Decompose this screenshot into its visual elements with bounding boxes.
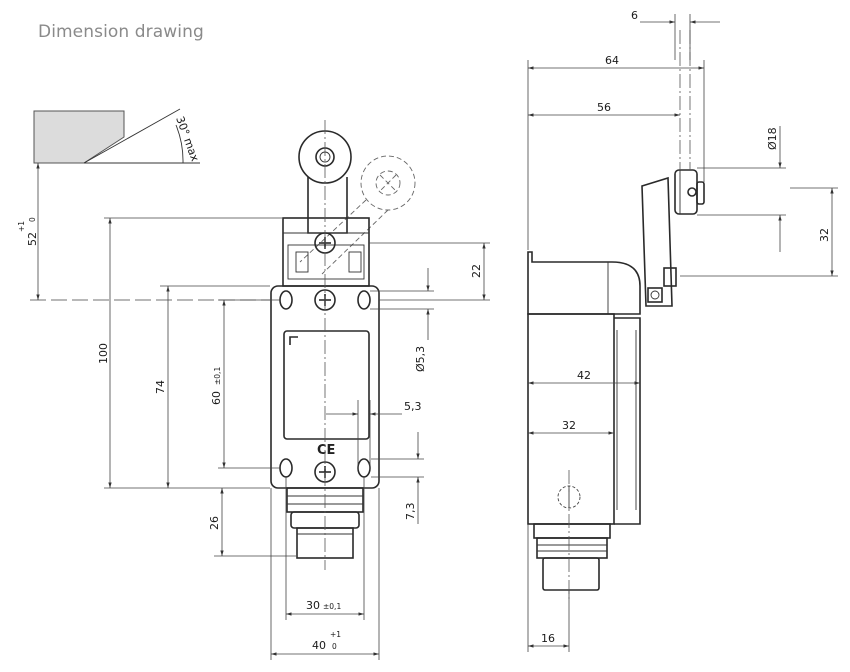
svg-text:±0,1: ±0,1: [323, 602, 341, 611]
label-window: [283, 330, 370, 440]
rotated-lever-ghost: [299, 155, 416, 275]
dim-30: 30: [306, 599, 320, 612]
dim-64: 64: [605, 54, 619, 67]
dim-40: 40: [312, 639, 326, 652]
side-lever: [641, 176, 673, 307]
side-gland-sleeve: [542, 557, 600, 591]
angle-label: 30° max: [173, 115, 201, 164]
dim-32-horizontal: 32: [562, 419, 576, 432]
ce-mark: CE: [317, 443, 335, 458]
lever-arm: [307, 177, 348, 234]
dim-dia-18: Ø18: [766, 127, 779, 150]
side-view: [527, 30, 705, 600]
mount-hole-bl: [279, 458, 293, 478]
side-gland-flange: [533, 523, 611, 539]
dim-5-3: 5,3: [404, 400, 422, 413]
dim-22: 22: [470, 264, 483, 278]
dim-42: 42: [577, 369, 591, 382]
side-dimensions: 6 64 56 Ø18 32 42 32 16: [527, 9, 838, 652]
dim-60: 60: [210, 391, 223, 405]
actuating-cam: 30° max: [33, 108, 202, 164]
dim-16: 16: [541, 632, 555, 645]
svg-text:+1: +1: [17, 221, 26, 232]
svg-text:0: 0: [332, 642, 337, 651]
front-dimensions: 52 +1 0 100 74 60 ±0,1 26 22 Ø5,3: [17, 163, 490, 660]
mount-hole-tr: [357, 290, 371, 310]
dim-56: 56: [597, 101, 611, 114]
side-roller: [674, 169, 698, 215]
dim-100: 100: [97, 343, 110, 364]
front-view: CE: [270, 120, 416, 570]
svg-text:±0,1: ±0,1: [213, 367, 222, 385]
dim-32-vertical: 32: [818, 228, 831, 242]
mount-hole-tl: [279, 290, 293, 310]
page-title: Dimension drawing: [38, 22, 204, 42]
svg-text:+1: +1: [330, 630, 341, 639]
dim-52: 52: [26, 232, 39, 246]
dim-74: 74: [154, 380, 167, 394]
dim-7-3: 7,3: [404, 503, 417, 521]
dim-26: 26: [208, 516, 221, 530]
svg-text:0: 0: [28, 217, 37, 222]
side-head: [527, 251, 641, 315]
dim-dia-5-3: Ø5,3: [414, 346, 427, 372]
mount-hole-br: [357, 458, 371, 478]
side-cover: [614, 317, 641, 525]
dim-6: 6: [631, 9, 638, 22]
